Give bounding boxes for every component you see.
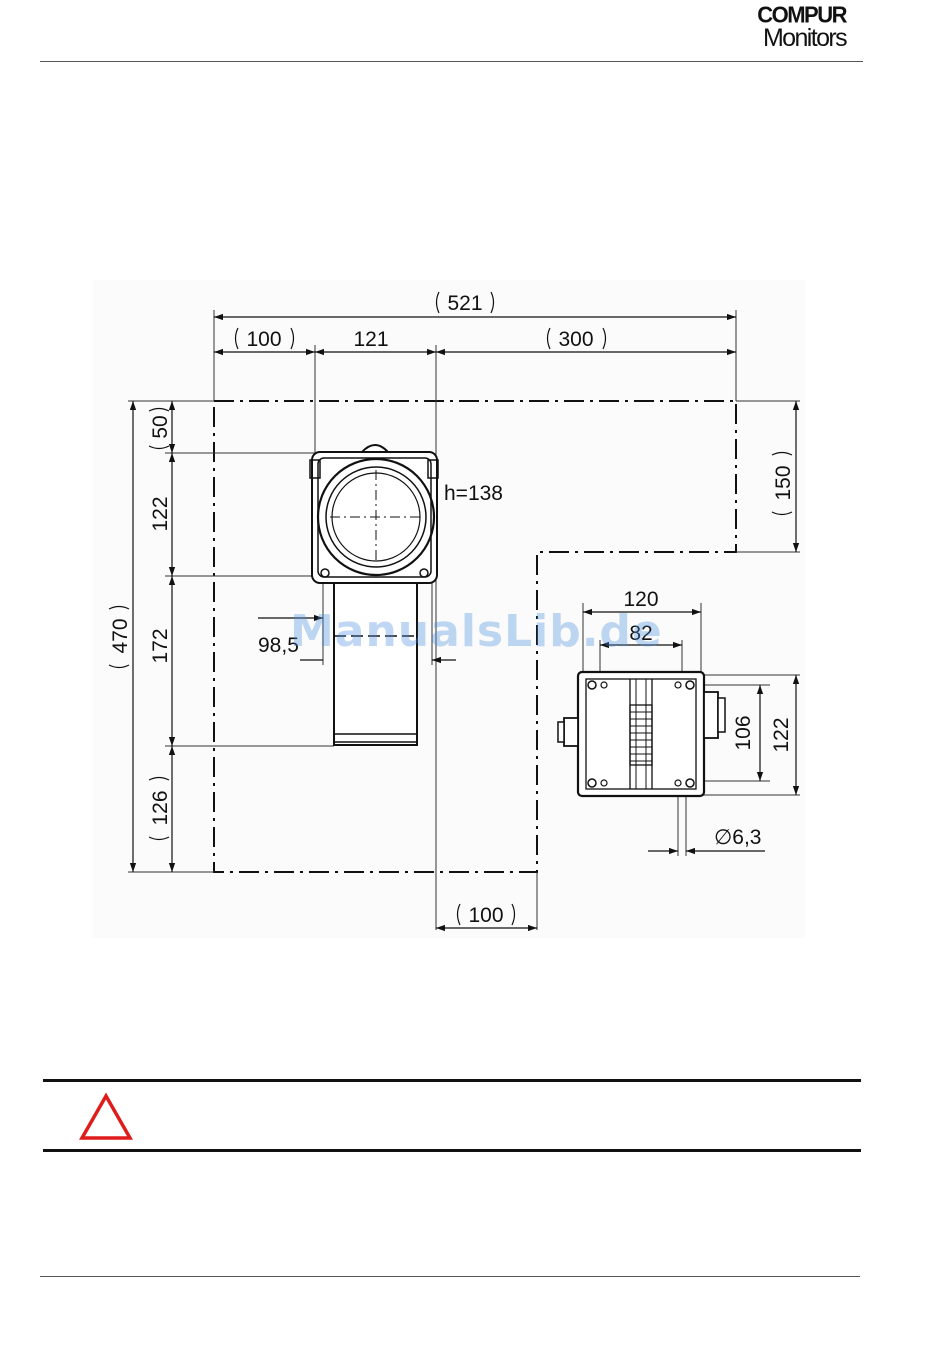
dim-bottom-offset: 100 bbox=[468, 904, 503, 927]
dim-left-offset: 100 bbox=[246, 328, 281, 351]
warning-bottom-rule bbox=[43, 1149, 861, 1152]
dim-bottom-gap: 126 bbox=[149, 790, 172, 825]
warning-triangle-icon bbox=[79, 1092, 133, 1142]
dim-right-height: 150 bbox=[772, 465, 795, 500]
footer-rule bbox=[40, 1276, 860, 1277]
watermark: ManualsLib.de bbox=[290, 606, 663, 657]
transmitter-head bbox=[310, 445, 438, 583]
dim-sensor-length: 172 bbox=[149, 628, 172, 663]
dim-total-height: 470 bbox=[109, 618, 132, 653]
warning-box bbox=[43, 1079, 861, 1152]
dim-box-hole-height: 106 bbox=[732, 715, 755, 750]
dim-depth-label: h=138 bbox=[444, 482, 503, 505]
warning-top-rule bbox=[43, 1079, 861, 1082]
junction-box bbox=[558, 672, 725, 796]
dim-total-width: 521 bbox=[447, 292, 482, 315]
dim-box-height: 122 bbox=[770, 717, 793, 752]
dim-head-width: 121 bbox=[353, 328, 388, 351]
dim-right-zone: 300 bbox=[558, 328, 593, 351]
dim-head-height: 122 bbox=[149, 496, 172, 531]
dim-hole-diameter: ∅6,3 bbox=[714, 826, 762, 849]
dim-top-gap: 50 bbox=[149, 415, 172, 438]
